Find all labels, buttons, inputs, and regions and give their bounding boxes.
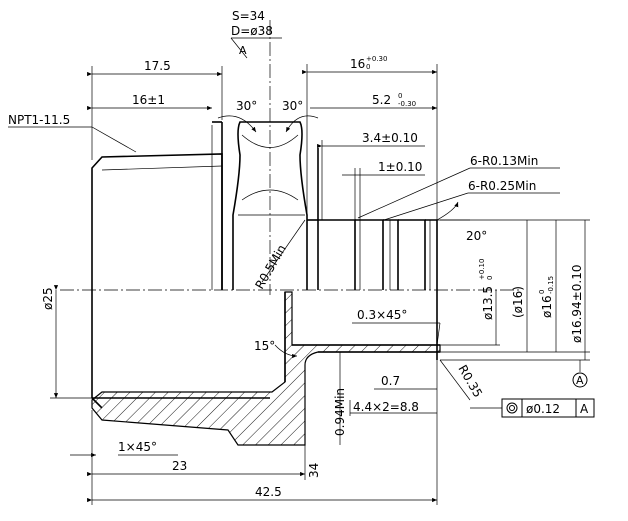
dim-17-5: 17.5 (144, 59, 171, 73)
chamfer-1: 1×45° (118, 440, 157, 454)
angle-30-left: 30° (236, 99, 257, 113)
dim-16-tol: 16 (350, 57, 365, 71)
fcf-value: ø0.12 (526, 402, 560, 416)
chamfer-03: 0.3×45° (357, 308, 407, 322)
dim-0-94: 0.94Min (333, 388, 347, 436)
dim-5-2-sub: -0.30 (398, 100, 416, 108)
dim-d16-ref: (ø16) (511, 286, 525, 318)
dim-3-4: 3.4±0.10 (362, 131, 418, 145)
angle-15: 15° (254, 339, 275, 353)
datum-a-label: A (576, 374, 584, 387)
dim-16-tol-sup: +0.30 (366, 55, 387, 63)
angle-20: 20° (466, 229, 487, 243)
radius-r035: R0.35 (455, 363, 485, 400)
part-outline (91, 121, 438, 290)
dim-s34: S=34 (232, 9, 265, 23)
dim-d38: D=ø38 (231, 24, 273, 38)
npt-thread-label: NPT1-11.5 (8, 113, 70, 127)
dim-16-pm1: 16±1 (132, 93, 165, 107)
dim-d13-5: ø13.5 (481, 286, 495, 320)
radius-r013: 6-R0.13Min (470, 154, 538, 168)
concentricity-icon (506, 402, 518, 414)
dim-d25: ø25 (41, 287, 55, 310)
dim-d13-5-sup: +0.10 (478, 259, 486, 280)
datum-ref-a-top: A (239, 44, 247, 57)
dim-23: 23 (172, 459, 187, 473)
dim-d16-sup: 0 (538, 290, 546, 294)
dim-d16: ø16 (540, 295, 554, 318)
feature-control-frame: ø0.12 A (470, 398, 595, 418)
dim-5-2: 5.2 (372, 93, 391, 107)
dim-d16-94: ø16.94±0.10 (570, 265, 584, 343)
dim-34: 34 (307, 463, 321, 478)
radius-r05: R0.5Min (252, 242, 288, 291)
dim-16-tol-sub: 0 (366, 63, 370, 71)
fcf-datum: A (580, 402, 589, 416)
section-view (91, 290, 441, 446)
angle-30-right: 30° (282, 99, 303, 113)
dim-0-7: 0.7 (381, 374, 400, 388)
dim-4-4: 4.4×2=8.8 (353, 400, 419, 414)
radius-r025: 6-R0.25Min (468, 179, 536, 193)
dim-1: 1±0.10 (378, 160, 422, 174)
dim-d16-sub: -0.15 (547, 276, 555, 294)
dim-d13-5-sub: 0 (486, 276, 494, 280)
dim-5-2-sup: 0 (398, 92, 402, 100)
dimensions: S=34 D=ø38 A 17.5 16 +0.30 0 NPT1-11.5 1… (8, 9, 595, 505)
dim-42-5: 42.5 (255, 485, 282, 499)
datum-a-symbol: A (572, 360, 588, 388)
